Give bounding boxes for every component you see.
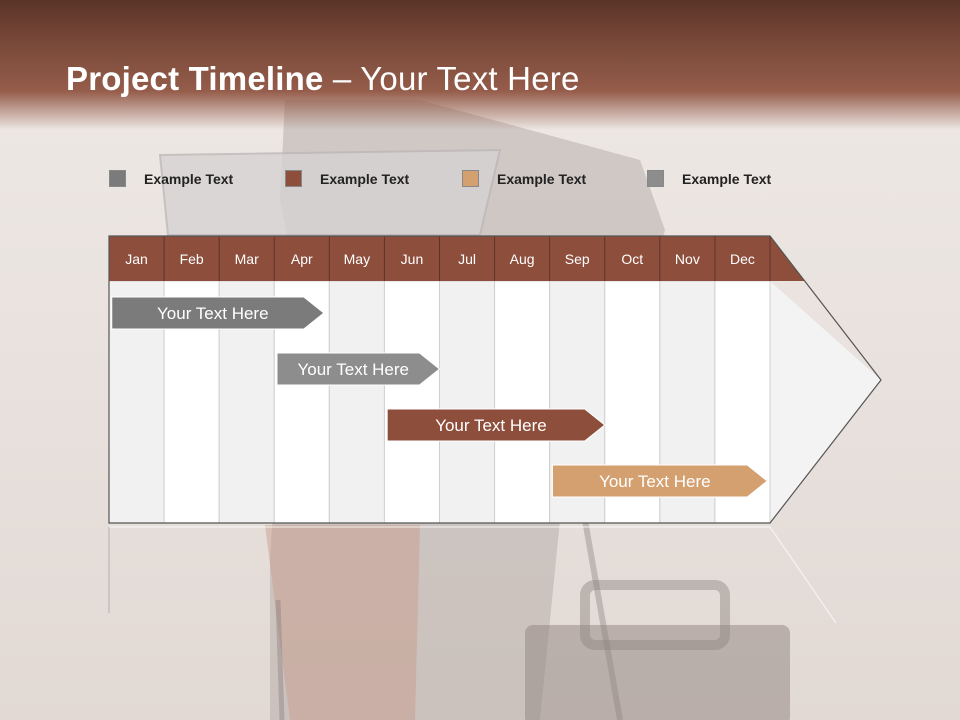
legend-label-1: Example Text: [144, 170, 234, 187]
task-bar-label: Your Text Here: [435, 416, 547, 435]
slide-title: Project Timeline – Your Text Here: [66, 60, 580, 98]
arrow-head: [770, 281, 881, 523]
legend-item-2: Example Text: [285, 170, 409, 187]
legend-item-1: Example Text: [109, 170, 233, 187]
task-bar-label: Your Text Here: [157, 304, 269, 323]
task-bar-label: Your Text Here: [297, 360, 409, 379]
month-header-band: [109, 236, 805, 281]
month-label: Mar: [235, 251, 259, 267]
task-bar-label: Your Text Here: [599, 472, 711, 491]
task-bar: [551, 464, 769, 498]
month-column: [439, 280, 496, 524]
month-column: [383, 280, 440, 524]
slide-title-rest: – Your Text Here: [323, 60, 580, 97]
legend: Example Text Example Text Example Text E…: [0, 170, 960, 194]
month-label: May: [344, 251, 370, 267]
legend-swatch-3: [462, 170, 479, 187]
month-label: Nov: [675, 251, 700, 267]
reflection-edge: [109, 526, 837, 624]
task-bar: [276, 352, 441, 386]
legend-item-3: Example Text: [462, 170, 586, 187]
month-label: Oct: [621, 251, 643, 267]
month-label: Jan: [125, 251, 148, 267]
timeline-border: [108, 235, 882, 524]
timeline-reflection: [108, 526, 837, 624]
legend-swatch-2: [285, 170, 302, 187]
timeline-outline: [108, 235, 882, 524]
month-label: Jun: [401, 251, 424, 267]
header-band: [0, 0, 960, 130]
task-bar: [386, 408, 606, 442]
month-label: Apr: [291, 251, 313, 267]
month-label: Aug: [510, 251, 535, 267]
legend-label-4: Example Text: [682, 170, 772, 187]
task-bar: [111, 296, 325, 330]
slide-title-bold: Project Timeline: [66, 60, 324, 97]
legend-item-4: Example Text: [647, 170, 771, 187]
month-column: [328, 280, 385, 524]
month-label: Sep: [565, 251, 590, 267]
month-label: Feb: [180, 251, 204, 267]
legend-label-2: Example Text: [320, 170, 410, 187]
month-label: Jul: [458, 251, 476, 267]
month-label: Dec: [730, 251, 755, 267]
legend-swatch-1: [109, 170, 126, 187]
month-column: [494, 280, 551, 524]
legend-swatch-4: [647, 170, 664, 187]
legend-label-3: Example Text: [497, 170, 587, 187]
month-header: Jan Feb Mar Apr May Jun Jul Aug Sep Oct Nov Dec: [109, 236, 805, 281]
